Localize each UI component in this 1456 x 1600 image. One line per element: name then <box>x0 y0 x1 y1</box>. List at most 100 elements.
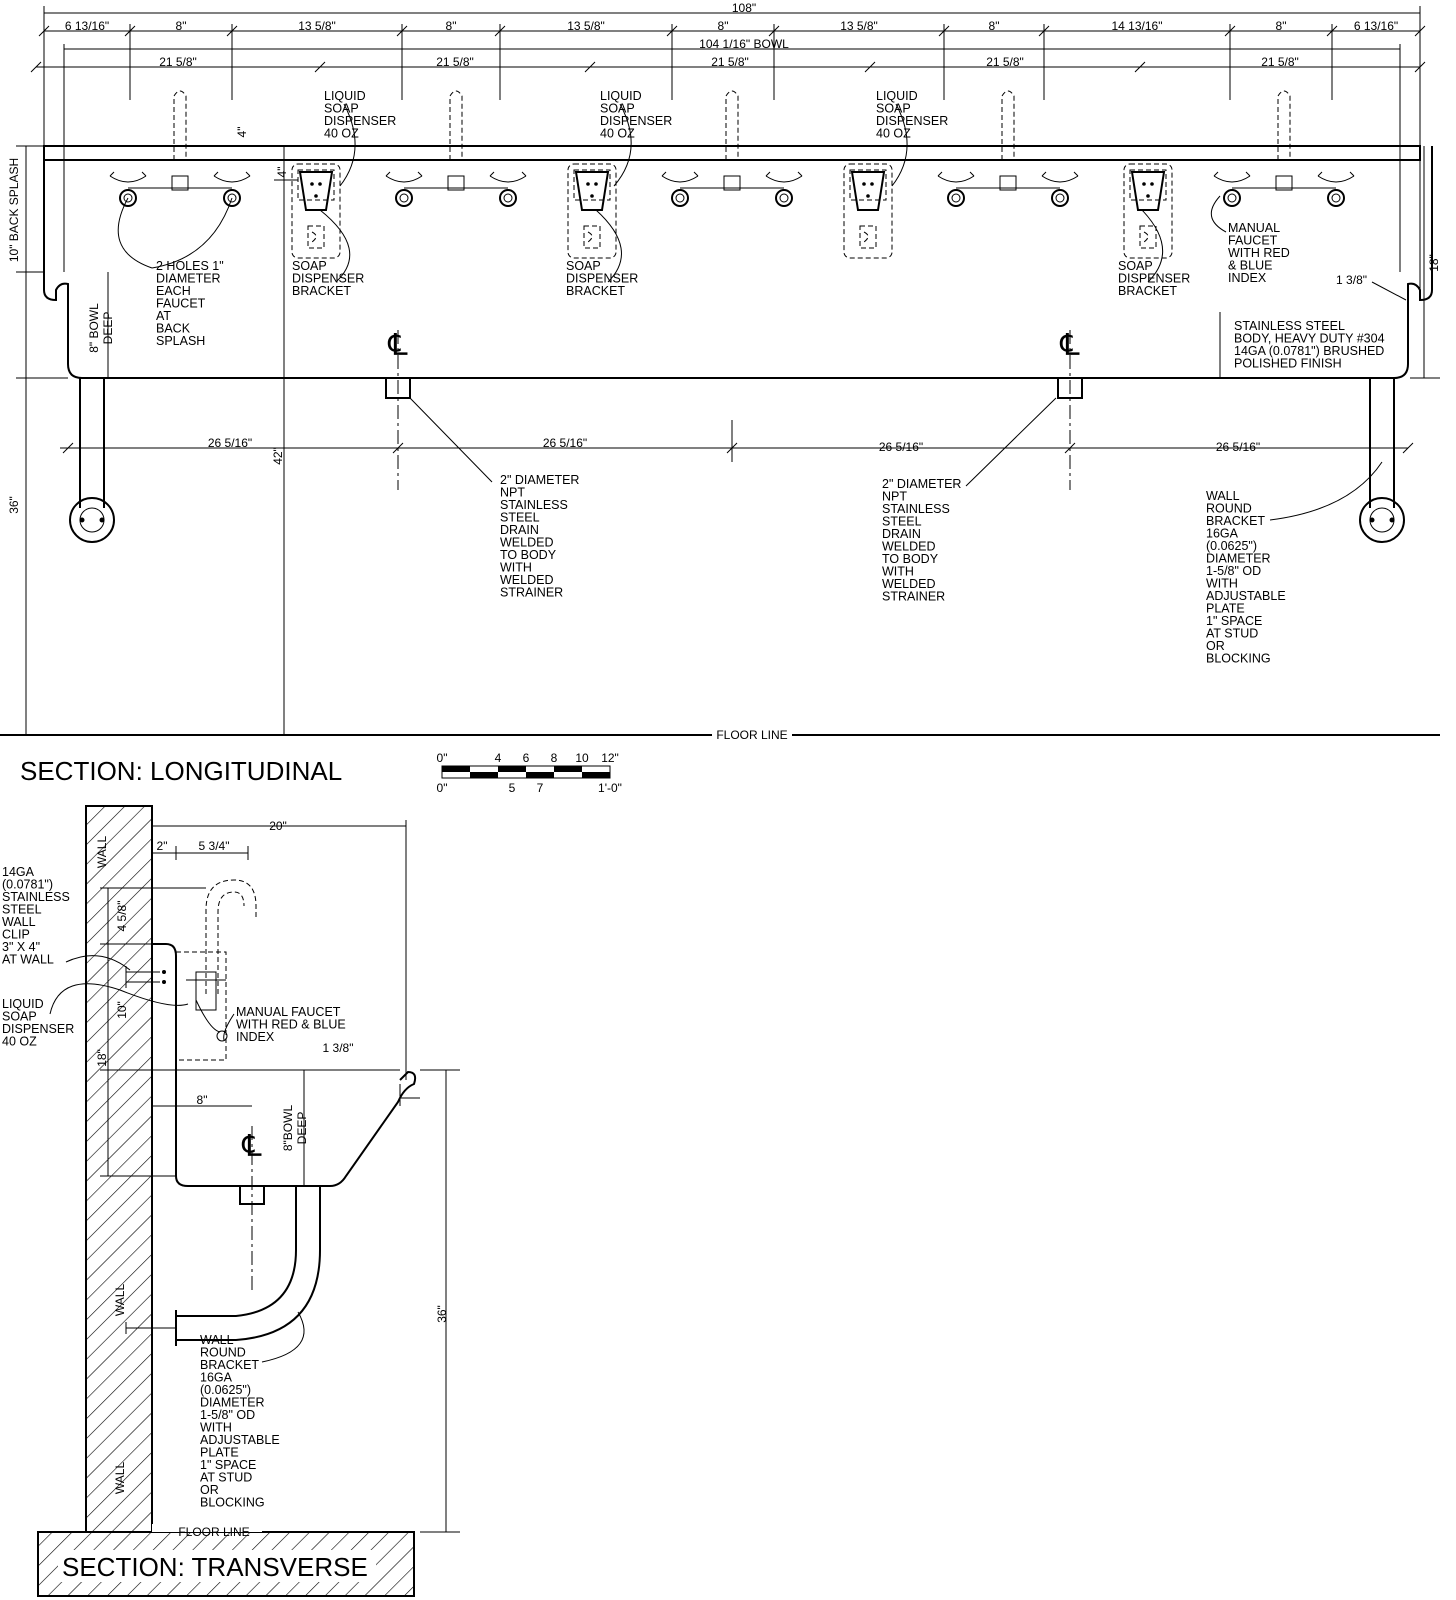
note-bracket-t-line: ROUND <box>200 1346 246 1360</box>
note-wall-bracket-line: 1" SPACE <box>1206 614 1262 628</box>
note-bracket-t-line: WALL <box>200 1333 234 1347</box>
dim-drain-4: 26 5/16" <box>1216 440 1260 454</box>
note-soap-dispenser-3-line: SOAP <box>876 102 911 116</box>
dim-row3-4: 21 5/8" <box>1261 55 1299 69</box>
note-bracket-3-line: BRACKET <box>1118 284 1177 298</box>
note-bracket-t-line: 1" SPACE <box>200 1458 256 1472</box>
note-drain-1-line: STRAINER <box>500 586 563 600</box>
note-drain-1-line: NPT <box>500 486 525 500</box>
note-bracket-2-line: BRACKET <box>566 284 625 298</box>
note-bracket-2-line: DISPENSER <box>566 272 638 286</box>
note-manual-faucet-line: INDEX <box>1228 271 1267 285</box>
top-dimensions: 108" 104 1/16" BOWL 6 13/16"8"13 5/8"8"1… <box>30 1 1426 272</box>
dim-20: 20" <box>269 819 287 833</box>
drain-right: ℄ <box>1057 329 1083 490</box>
leader-lines <box>117 103 1383 521</box>
dim-10: 10" <box>115 1001 129 1019</box>
wall-label-3: WALL <box>113 1462 127 1495</box>
dim-row1-3: 8" <box>446 19 457 33</box>
dim-rim: 1 3/8" <box>1336 273 1367 287</box>
faucet <box>661 90 803 207</box>
dim-row1-6: 13 5/8" <box>840 19 878 33</box>
dim-back-splash: 10" BACK SPLASH <box>7 158 21 262</box>
note-faucet-t-line: INDEX <box>236 1030 275 1044</box>
note-drain-1-line: WITH <box>500 561 532 575</box>
note-drain-1-line: 2" DIAMETER <box>500 473 579 487</box>
drain-dimensions: 26 5/16" 26 5/16" 26 5/16" 26 5/16" <box>60 420 1414 462</box>
dim-row1-10: 6 13/16" <box>1354 19 1398 33</box>
scale-bottom-2: 7 <box>537 781 544 795</box>
note-wall-bracket-line: WITH <box>1206 577 1238 591</box>
scale-bottom-1: 5 <box>509 781 516 795</box>
scale-top-3: 8 <box>551 751 558 765</box>
dim-row3-0: 21 5/8" <box>159 55 197 69</box>
note-wall-clip-line: STAINLESS <box>2 890 70 904</box>
dim-4-b: 4" <box>275 167 289 178</box>
soap-dispenser <box>291 163 341 259</box>
note-wall-bracket-line: BRACKET <box>1206 514 1265 528</box>
note-liquid-soap-t-line: 40 OZ <box>2 1035 37 1049</box>
note-wall-bracket-line: 16GA <box>1206 527 1239 541</box>
dim-36-t: 36" <box>435 1305 449 1323</box>
note-bracket-t-line: WITH <box>200 1421 232 1435</box>
floor-line-t: FLOOR LINE <box>178 1525 249 1539</box>
note-drain-2-line: WELDED <box>882 540 935 554</box>
dim-row1-7: 8" <box>989 19 1000 33</box>
note-drain-2-line: TO BODY <box>882 552 939 566</box>
bowl-deep-t: 8"BOWLDEEP <box>281 1105 309 1152</box>
soap-dispenser <box>1123 163 1173 259</box>
note-drain-2-line: WITH <box>882 565 914 579</box>
note-bracket-3-line: DISPENSER <box>1118 272 1190 286</box>
faucet <box>109 90 251 207</box>
note-holes-line: SPLASH <box>156 334 205 348</box>
note-wall-clip-line: 14GA <box>2 865 35 879</box>
bowl-deep-label: 8" BOWLDEEP <box>87 303 115 353</box>
scale-top-5: 12" <box>601 751 619 765</box>
note-soap-dispenser-1-line: 40 OZ <box>324 127 359 141</box>
note-drain-2-line: 2" DIAMETER <box>882 477 961 491</box>
note-wall-bracket-line: AT STUD <box>1206 627 1258 641</box>
note-bracket-t-line: BLOCKING <box>200 1496 265 1510</box>
leg-right <box>1359 378 1405 543</box>
note-soap-dispenser-2-line: DISPENSER <box>600 114 672 128</box>
note-bracket-t-line: (0.0625") <box>200 1383 251 1397</box>
dim-row1-8: 14 13/16" <box>1112 19 1163 33</box>
note-soap-dispenser-3-line: 40 OZ <box>876 127 911 141</box>
note-drain-1-line: STAINLESS <box>500 498 568 512</box>
dim-1-3-8: 1 3/8" <box>323 1041 354 1055</box>
note-holes-line: BACK <box>156 322 191 336</box>
dim-drain-3: 26 5/16" <box>879 440 923 454</box>
note-drain-2-line: STAINLESS <box>882 502 950 516</box>
scale-top-0: 0" <box>437 751 448 765</box>
note-drain-2-line: STEEL <box>882 515 922 529</box>
note-bracket-2-line: SOAP <box>566 259 601 273</box>
dim-42: 42" <box>271 447 285 465</box>
note-bracket-t-line: PLATE <box>200 1446 239 1460</box>
note-wall-clip-line: 3" X 4" <box>2 940 40 954</box>
dim-4-a: 4" <box>235 127 249 138</box>
note-soap-dispenser-3-line: LIQUID <box>876 89 918 103</box>
soap-dispenser <box>843 163 893 259</box>
note-soap-dispenser-2-line: SOAP <box>600 102 635 116</box>
floor-line-label: FLOOR LINE <box>716 728 787 742</box>
soap-dispenser-row <box>291 163 1173 259</box>
note-drain-1-line: STEEL <box>500 511 540 525</box>
note-wall-bracket-line: OR <box>1206 639 1225 653</box>
note-drain-2-line: NPT <box>882 490 907 504</box>
dim-row1-1: 8" <box>176 19 187 33</box>
note-soap-dispenser-1-line: DISPENSER <box>324 114 396 128</box>
note-drain-1-line: DRAIN <box>500 523 539 537</box>
dim-row1-5: 8" <box>718 19 729 33</box>
note-bracket-t-line: BRACKET <box>200 1358 259 1372</box>
note-holes-line: FAUCET <box>156 297 206 311</box>
